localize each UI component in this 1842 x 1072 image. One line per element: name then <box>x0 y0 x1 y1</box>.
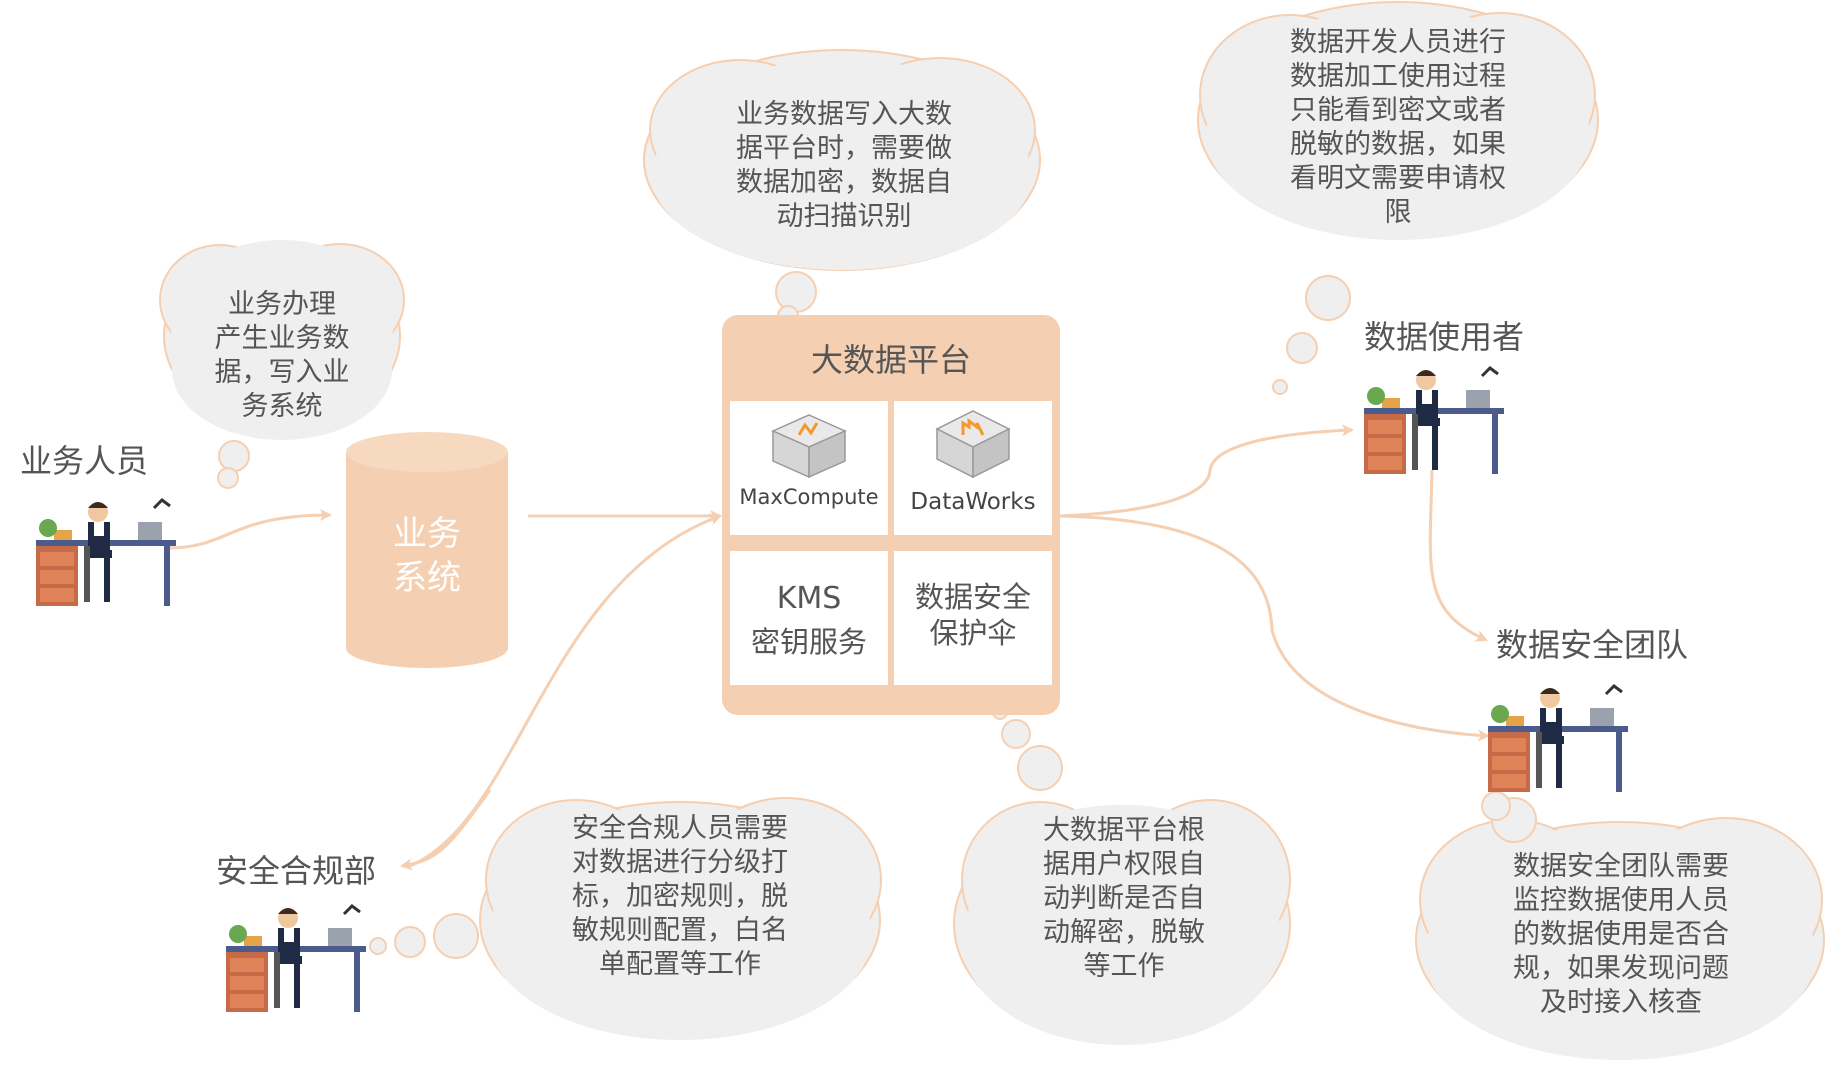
bubble-business-handling-text: 业务办理 产生业务数 据，写入业 务系统 <box>214 289 350 422</box>
data-user-person-icon <box>1364 366 1504 474</box>
cloud-bubble-security-monitor <box>1415 791 1825 1060</box>
maxcompute-cube-icon <box>771 414 847 479</box>
bubble-compliance-work-text: 安全合规人员需要 对数据进行分级打 标，加密规则，脱 敏规则配置，白名 单配置等… <box>572 813 788 980</box>
cloud-bubble-platform-decrypt <box>953 704 1291 1045</box>
arrow-platform-to-data-user <box>1059 424 1354 518</box>
business-staff-label: 业务人员 <box>20 442 149 480</box>
arrow-staff-to-system <box>167 509 332 550</box>
bubble-platform-decrypt-text: 大数据平台根 据用户权限自 动判断是否自 动解密，脱敏 等工作 <box>1043 815 1205 982</box>
data-security-umbrella-cell: 数据安全 保护伞 <box>894 551 1052 685</box>
bubble-developer-view-text: 数据开发人员进行 数据加工使用过程 只能看到密文或者 脱敏的数据，如果 看明文需… <box>1290 27 1506 228</box>
compliance-dept-label: 安全合规部 <box>216 852 377 890</box>
platform-title: 大数据平台 <box>810 341 971 379</box>
security-team-label: 数据安全团队 <box>1496 626 1689 664</box>
arrow-platform-to-compliance <box>400 789 492 871</box>
data-user-label: 数据使用者 <box>1364 318 1525 356</box>
business-system-label: 业务 系统 <box>393 514 461 598</box>
big-data-platform: 大数据平台 MaxCompute DataWorks KMS 密钥服务 数据安全… <box>722 315 1060 715</box>
compliance-dept-person-icon <box>226 904 366 1012</box>
bubble-security-monitor-text: 数据安全团队需要 监控数据使用人员 的数据使用是否合 规，如果发现问题 及时接入… <box>1513 851 1729 1018</box>
kms-title: KMS <box>776 581 842 616</box>
bubble-write-platform-text: 业务数据写入大数 据平台时，需要做 数据加密，数据自 动扫描识别 <box>736 99 952 232</box>
dataworks-caption: DataWorks <box>910 489 1036 515</box>
maxcompute-caption: MaxCompute <box>739 485 879 509</box>
cloud-bubble-business-handling <box>159 240 405 489</box>
cloud-bubble-write-platform <box>643 49 1041 327</box>
business-system-cylinder <box>346 432 508 668</box>
kms-subtitle: 密钥服务 <box>750 625 867 659</box>
arrow-platform-to-security-team <box>1059 514 1490 742</box>
security-team-person-icon <box>1488 684 1628 792</box>
cloud-bubble-developer-view <box>1197 1 1599 395</box>
arrow-compliance-to-platform <box>409 513 722 868</box>
business-staff-person-icon <box>36 498 176 606</box>
maxcompute-cell: MaxCompute <box>730 401 888 535</box>
dataworks-cube-icon <box>935 410 1011 479</box>
cloud-bubble-compliance-work <box>369 797 882 1040</box>
dataworks-cell: DataWorks <box>894 401 1052 535</box>
data-security-umbrella-label: 数据安全 保护伞 <box>914 580 1031 650</box>
arrow-data-user-to-security-team <box>1428 469 1488 642</box>
kms-cell: KMS 密钥服务 <box>730 551 888 685</box>
